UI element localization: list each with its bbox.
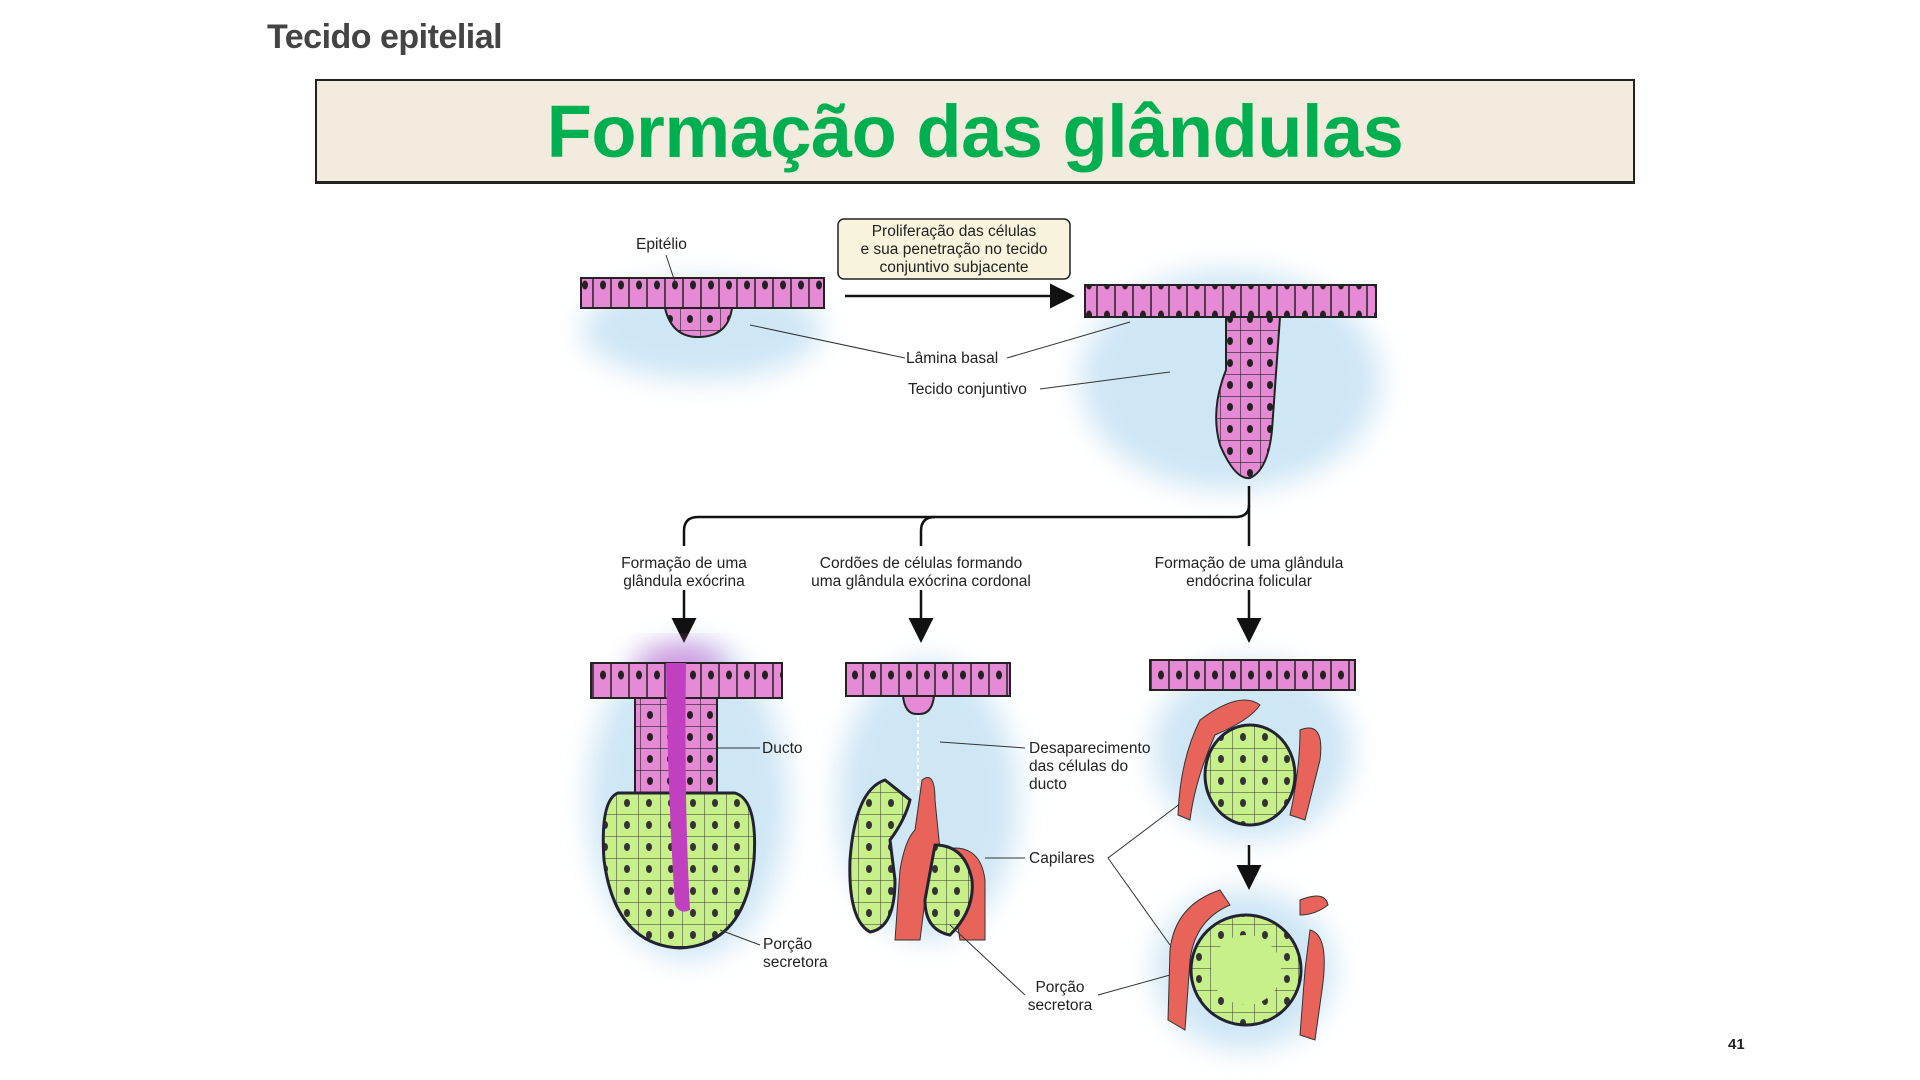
- page-number: 41: [1728, 1036, 1745, 1053]
- initial-epithelium: [580, 277, 825, 339]
- title-banner: Formação das glândulas: [315, 79, 1635, 184]
- svg-text:conjuntivo subjacente: conjuntivo subjacente: [879, 259, 1028, 276]
- label-branch-cordonal-1: Cordões de células formando: [820, 555, 1022, 572]
- section-title: Tecido epitelial: [267, 18, 503, 56]
- exocrine-gland: [590, 645, 783, 950]
- label-branch-endocrine-2: endócrina folicular: [1186, 573, 1312, 590]
- label-lamina-basal: Lâmina basal: [906, 350, 998, 367]
- label-desaparecimento-2: das células do: [1029, 758, 1128, 775]
- label-branch-endocrine-1: Formação de uma glândula: [1155, 555, 1344, 572]
- label-branch-cordonal-2: uma glândula exócrina cordonal: [811, 573, 1031, 590]
- svg-text:e sua penetração no tecido: e sua penetração no tecido: [861, 241, 1048, 258]
- slide-title: Formação das glândulas: [546, 89, 1404, 173]
- branch-lines: [671, 486, 1262, 890]
- svg-text:Proliferação das células: Proliferação das células: [872, 223, 1037, 240]
- label-porcao-secretora-left-2: secretora: [763, 954, 828, 971]
- label-porcao-secretora-bottom-1: Porção: [1035, 979, 1084, 996]
- label-porcao-secretora-bottom-2: secretora: [1028, 997, 1093, 1014]
- label-desaparecimento-1: Desaparecimento: [1029, 740, 1150, 757]
- label-desaparecimento-3: ducto: [1029, 776, 1067, 793]
- label-branch-exocrine-2: glândula exócrina: [623, 573, 745, 590]
- label-branch-exocrine-1: Formação de uma: [621, 555, 747, 572]
- label-tecido-conjuntivo: Tecido conjuntivo: [908, 381, 1027, 398]
- label-porcao-secretora-left-1: Porção: [763, 936, 812, 953]
- endocrine-follicle: [1167, 889, 1329, 1041]
- proliferating-epithelium: [1084, 284, 1377, 480]
- label-ducto: Ducto: [762, 740, 803, 757]
- process-box: Proliferação das células e sua penetraçã…: [837, 218, 1071, 280]
- endocrine-gland-early: [1149, 659, 1356, 827]
- label-capilares: Capilares: [1029, 850, 1095, 867]
- cordonal-gland: [845, 662, 1011, 941]
- label-epitelio: Epitélio: [636, 236, 687, 253]
